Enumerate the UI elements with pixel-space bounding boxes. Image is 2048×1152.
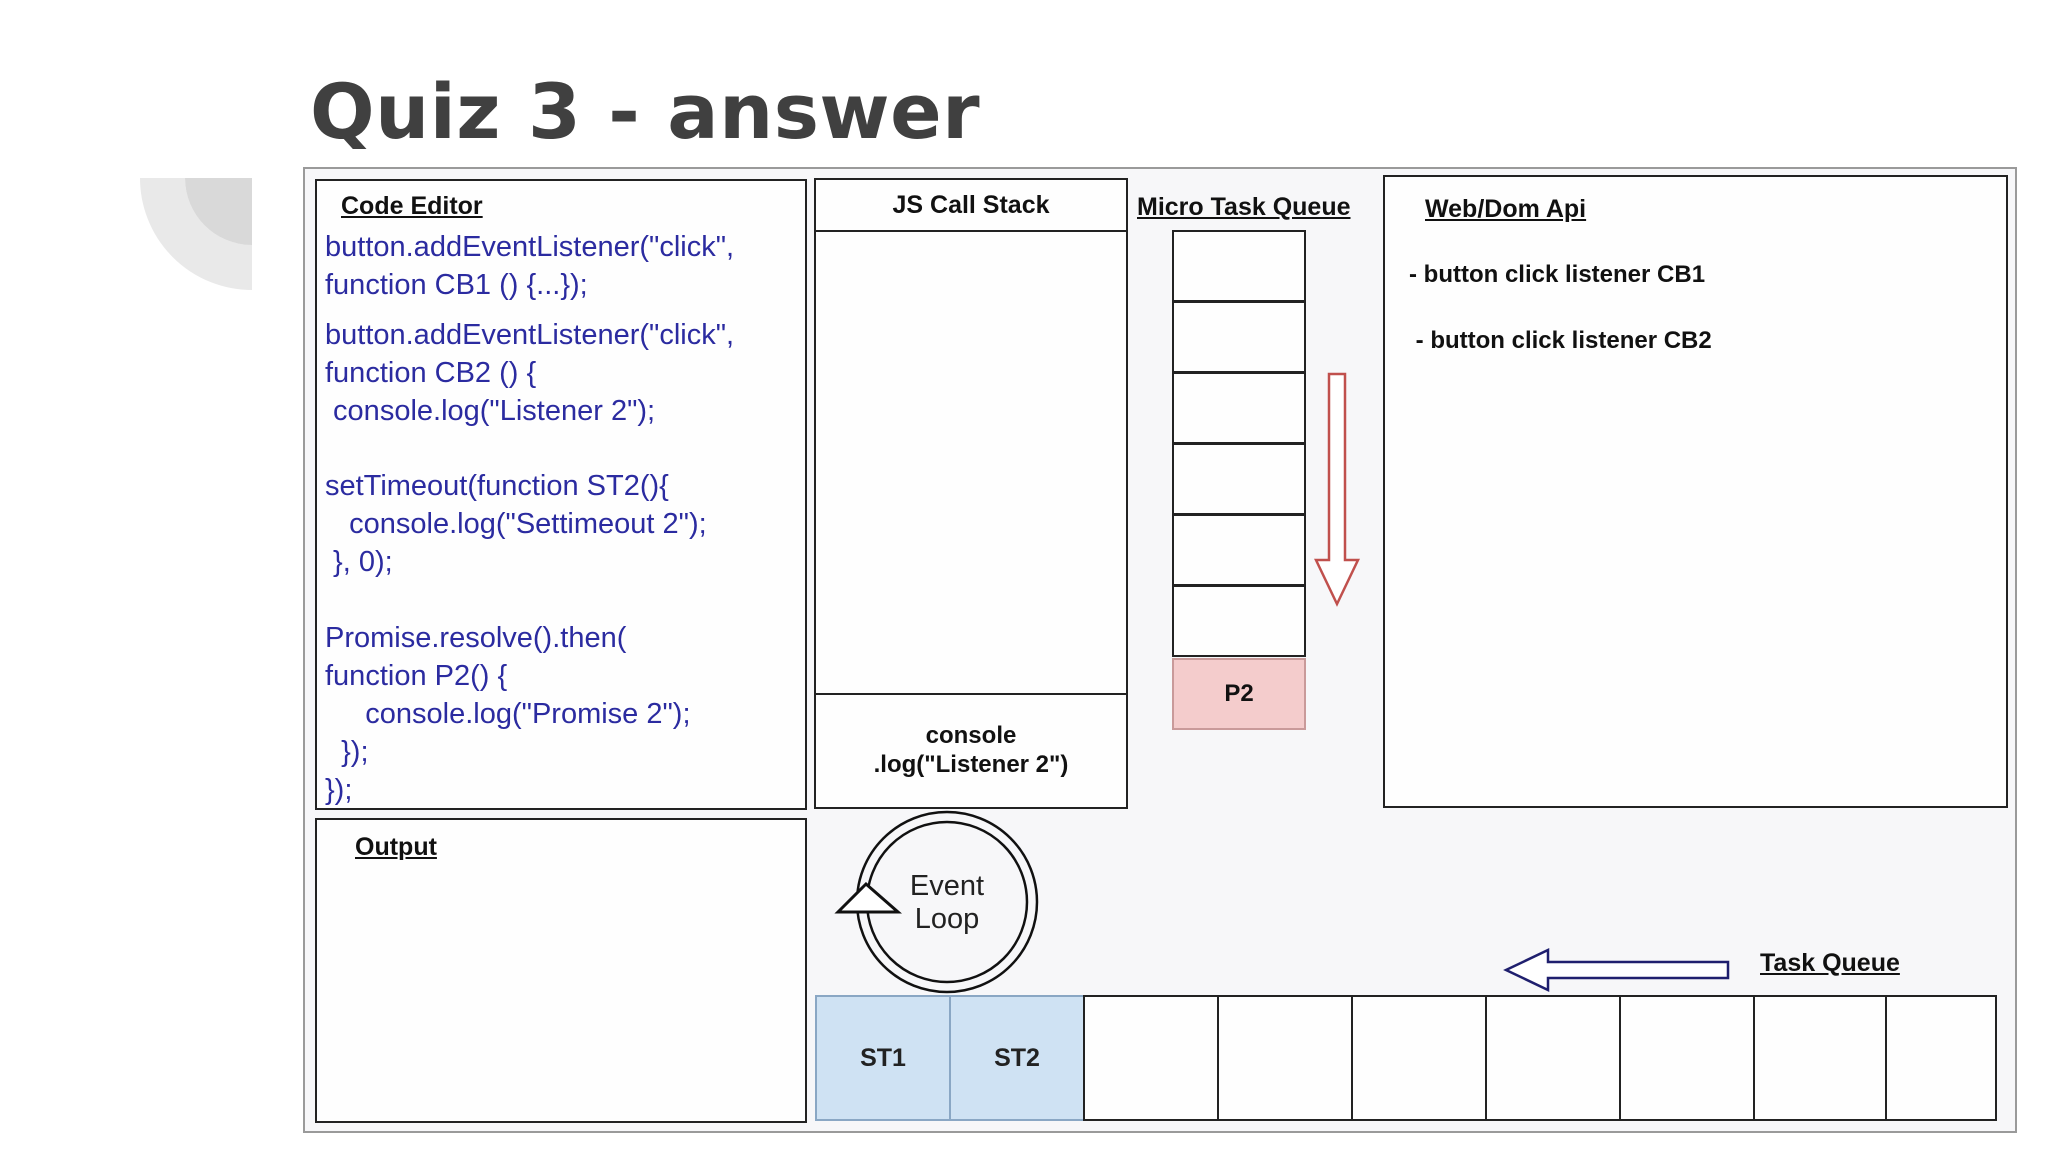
task-slot: [1351, 995, 1487, 1121]
call-stack-frame: console .log("Listener 2"): [816, 693, 1126, 807]
task-queue-heading: Task Queue: [1760, 949, 1900, 977]
code-line: }, 0);: [325, 546, 393, 578]
event-loop-icon: [834, 810, 1039, 994]
event-loop-label: Event Loop: [897, 870, 997, 937]
micro-task-slot: [1172, 443, 1306, 515]
micro-task-slot: [1172, 230, 1306, 302]
event-loop-label-line2: Loop: [914, 903, 980, 936]
web-api-heading: Web/Dom Api: [1425, 195, 1587, 223]
code-line: function CB2 () {: [325, 357, 537, 389]
code-line: button.addEventListener("click",: [325, 231, 735, 263]
call-stack-panel: JS Call Stack console .log("Listener 2"): [814, 178, 1128, 809]
task-item: ST1: [815, 995, 951, 1121]
code-line: setTimeout(function ST2(){: [325, 470, 669, 502]
call-stack-frame-line1: console: [925, 722, 1017, 750]
call-stack-heading: JS Call Stack: [816, 180, 1126, 232]
event-loop-label-line1: Event: [909, 870, 985, 902]
task-slot: [1485, 995, 1621, 1121]
code-line: function P2() {: [325, 660, 508, 692]
code-line: console.log("Listener 2");: [325, 395, 656, 427]
task-slot: [1083, 995, 1219, 1121]
output-panel: Output: [315, 818, 807, 1123]
code-editor-heading: Code Editor: [341, 192, 483, 220]
web-api-item: - button click listener CB1: [1409, 261, 1706, 288]
code-line: console.log("Promise 2");: [325, 698, 691, 730]
slide-title: Quiz 3 - answer: [310, 67, 981, 156]
code-line: button.addEventListener("click",: [325, 319, 735, 351]
code-line: console.log("Settimeout 2");: [325, 508, 707, 540]
micro-task-flow-arrow: [1314, 372, 1360, 607]
task-slot: [1217, 995, 1353, 1121]
code-line: });: [325, 774, 353, 806]
task-slot: [1885, 995, 1997, 1121]
code-line: Promise.resolve().then(: [325, 622, 627, 654]
call-stack-frame-line2: .log("Listener 2"): [873, 751, 1069, 778]
code-line: function CB1 () {...});: [325, 269, 588, 301]
decorative-arc: [140, 178, 252, 290]
web-api-panel: Web/Dom Api - button click listener CB1 …: [1383, 175, 2008, 808]
code-editor-panel: Code Editor button.addEventListener("cli…: [315, 179, 807, 810]
micro-task-queue-heading: Micro Task Queue: [1137, 193, 1351, 221]
micro-task-item: P2: [1172, 658, 1306, 730]
micro-task-slot: [1172, 585, 1306, 657]
code-line: });: [325, 736, 369, 768]
output-heading: Output: [355, 833, 437, 861]
task-slot: [1753, 995, 1887, 1121]
web-api-item: - button click listener CB2: [1409, 327, 1712, 354]
task-queue-flow-arrow: [1503, 948, 1730, 992]
